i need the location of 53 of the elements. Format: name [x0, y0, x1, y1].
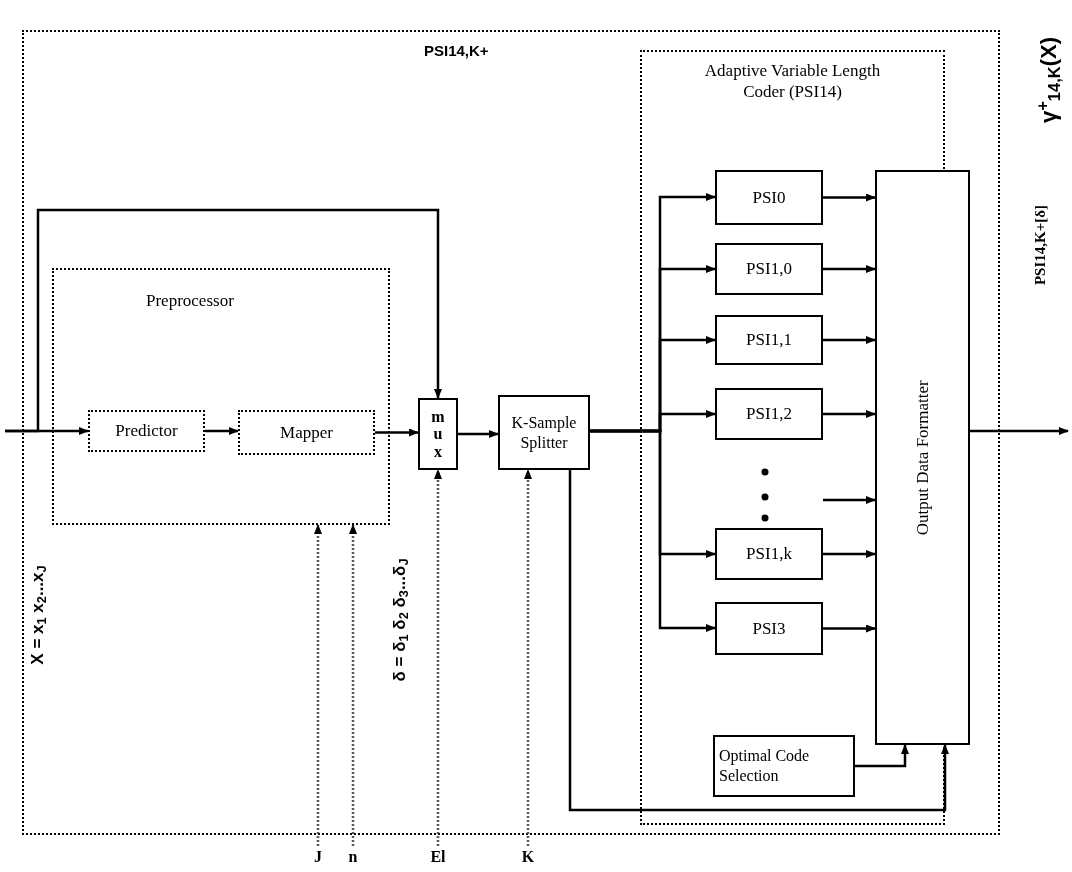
process-box — [52, 268, 390, 525]
arrow — [205, 427, 239, 435]
node-label: PSI1,k — [746, 543, 792, 566]
arrow — [375, 428, 419, 437]
node-label: Optimal Code Selection — [718, 746, 811, 786]
outer-frame — [22, 30, 1000, 835]
node-label: PSI0 — [752, 186, 786, 209]
node-label: K — [521, 847, 535, 867]
arrow — [314, 524, 322, 846]
process-box — [715, 528, 823, 580]
arrow — [434, 469, 442, 846]
node-label: PSI1,0 — [746, 258, 792, 281]
node-label: Adaptive Variable Length Coder (PSI14) — [703, 60, 882, 103]
node-label: El — [430, 847, 446, 867]
arrow — [458, 430, 499, 438]
process-box — [715, 388, 823, 440]
node-label: K-Sample Splitter — [510, 412, 578, 453]
arrow — [823, 410, 876, 418]
arrow — [855, 744, 909, 768]
arrow — [970, 427, 1069, 435]
node-label: Output Data Formatter — [911, 380, 933, 535]
process-box — [715, 315, 823, 365]
output-label: PSI14,K+[δ] — [1030, 204, 1049, 286]
multiplexer-box — [418, 398, 458, 470]
process-box — [88, 410, 205, 452]
process-box — [715, 602, 823, 655]
node-label: PSI14,K+ — [424, 41, 489, 61]
process-box — [713, 735, 855, 797]
arrow — [590, 429, 716, 632]
arrow — [524, 469, 532, 846]
arrow — [823, 193, 876, 202]
node-label: J — [314, 847, 322, 867]
arrow — [823, 624, 876, 633]
process-box — [715, 243, 823, 295]
arrow — [349, 524, 357, 846]
node-label: Mapper — [280, 421, 333, 444]
arrow — [568, 470, 949, 812]
arrow — [5, 208, 442, 433]
arrow — [823, 265, 876, 273]
arrow — [823, 336, 876, 344]
process-box — [875, 170, 970, 745]
process-box — [715, 170, 823, 225]
process-box — [498, 395, 590, 470]
arrow — [823, 550, 876, 558]
process-box — [238, 410, 375, 455]
node-label: n — [348, 847, 358, 867]
arrow — [823, 496, 876, 504]
node-label: mux — [430, 407, 446, 461]
node-label: Predictor — [115, 420, 178, 443]
node-label: PSI1,1 — [746, 329, 792, 352]
node-label: PSI1,2 — [746, 403, 792, 426]
node-label: Preprocessor — [146, 290, 234, 312]
node-label: PSI3 — [752, 617, 786, 640]
